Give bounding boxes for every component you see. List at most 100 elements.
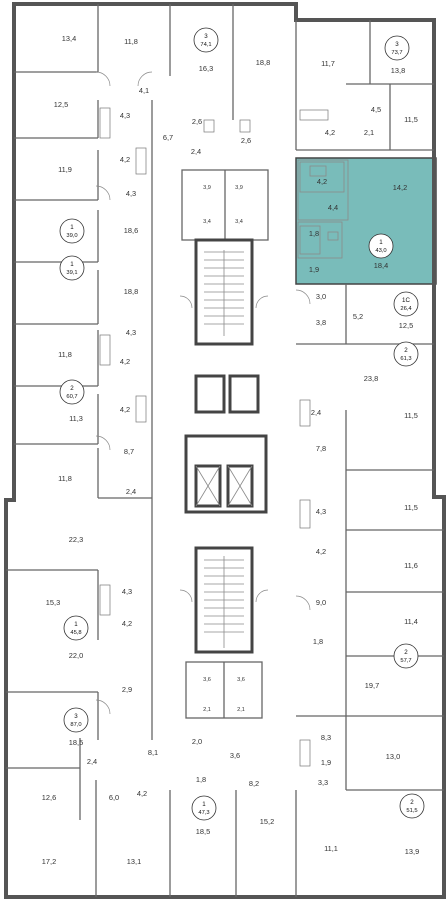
room-area-label: 2,4: [191, 147, 201, 156]
badge-area: 26,4: [400, 306, 412, 312]
room-area-label: 4,2: [325, 128, 335, 137]
room-area-label: 8,1: [148, 748, 158, 757]
badge-area: 39,1: [66, 270, 77, 276]
room-area-label: 9,0: [316, 598, 326, 607]
room-area-label: 2,4: [311, 408, 321, 417]
room-area-label: 3,6: [203, 677, 211, 683]
room-area-label: 1,8: [309, 229, 319, 238]
apartment-badge[interactable]: 261,3: [393, 341, 419, 367]
apartment-badge[interactable]: 257,7: [393, 643, 419, 669]
apartment-badge[interactable]: 387,0: [63, 707, 89, 733]
room-area-label: 15,3: [46, 598, 60, 607]
room-area-label: 1,8: [196, 775, 206, 784]
apartment-badge[interactable]: 373,7: [384, 35, 410, 61]
apartment-badge[interactable]: 251,5: [399, 793, 425, 819]
room-area-label: 2,9: [122, 685, 132, 694]
room-area-label: 2,6: [241, 136, 251, 145]
badge-area: 43,0: [375, 248, 386, 254]
room-area-label: 18,5: [69, 738, 83, 747]
bathroom-fixtures: [99, 107, 329, 767]
room-area-label: 3,3: [318, 778, 328, 787]
room-area-label: 2,1: [364, 128, 374, 137]
badge-rooms: 2: [410, 799, 414, 806]
room-area-label: 11,4: [404, 617, 418, 626]
badge-area: 74,1: [200, 42, 211, 48]
left-block-partitions: [6, 4, 237, 897]
room-area-label: 4,3: [126, 189, 136, 198]
apartment-badges: 374,1 373,7 139,0 139,1 260,7 143,0 1С26…: [59, 27, 425, 821]
room-area-label: 4,2: [120, 357, 130, 366]
highlighted-apartment-inner: [297, 159, 349, 259]
room-area-label: 2,1: [237, 707, 245, 713]
badge-rooms: 1: [379, 239, 383, 246]
room-area-label: 15,2: [260, 817, 274, 826]
room-area-label: 11,5: [404, 115, 418, 124]
badge-rooms: 2: [404, 649, 408, 656]
room-area-label: 4,1: [139, 86, 149, 95]
room-area-label: 1,9: [321, 758, 331, 767]
apartment-badge[interactable]: 139,0: [59, 218, 85, 244]
badge-area: 47,3: [198, 810, 209, 816]
room-area-label: 6,0: [109, 793, 119, 802]
room-area-label: 4,3: [126, 328, 136, 337]
apartment-badge[interactable]: 374,1: [193, 27, 219, 53]
room-area-label: 11,5: [404, 411, 418, 420]
badge-area: 87,0: [70, 722, 81, 728]
room-area-label: 19,7: [365, 681, 379, 690]
badge-rooms: 3: [74, 713, 78, 720]
stair-treads: [204, 251, 244, 633]
apartment-badge[interactable]: 143,0: [368, 233, 394, 259]
room-area-label: 12,5: [54, 100, 68, 109]
room-area-label: 12,5: [399, 321, 413, 330]
room-area-label: 22,3: [69, 535, 83, 544]
central-core: [181, 169, 269, 719]
badge-area: 60,7: [66, 394, 77, 400]
badge-area: 57,7: [400, 658, 411, 664]
door-swings: [95, 71, 311, 715]
room-area-label: 4,5: [371, 105, 381, 114]
room-area-label: 8,3: [321, 733, 331, 742]
badge-rooms: 1: [202, 801, 206, 808]
badge-rooms: 2: [404, 347, 408, 354]
badge-area: 39,0: [66, 233, 77, 239]
room-area-label: 4,2: [137, 789, 147, 798]
room-area-label: 11,8: [124, 37, 138, 46]
badge-rooms: 3: [395, 41, 399, 48]
badge-rooms: 1: [74, 621, 78, 628]
room-area-label: 6,7: [163, 133, 173, 142]
apartment-badge[interactable]: 147,3: [191, 795, 217, 821]
room-area-label: 4,4: [328, 203, 338, 212]
room-area-label: 13,8: [391, 66, 405, 75]
room-area-label: 23,8: [364, 374, 378, 383]
room-area-label: 11,9: [58, 165, 72, 174]
badge-area: 51,5: [406, 808, 417, 814]
apartment-badge[interactable]: 260,7: [59, 379, 85, 405]
room-area-label: 13,9: [405, 847, 419, 856]
room-area-label: 2,4: [126, 487, 136, 496]
badge-rooms: 2: [70, 385, 74, 392]
badge-area: 61,3: [400, 356, 411, 362]
room-area-label: 13,4: [62, 34, 76, 43]
room-area-labels: 13,4 11,8 16,3 18,8 11,7 13,8 12,5 4,1 4…: [42, 34, 419, 866]
room-area-label: 18,5: [196, 827, 210, 836]
apartment-badge[interactable]: 145,8: [63, 615, 89, 641]
room-area-label: 5,2: [353, 312, 363, 321]
room-area-label: 4,2: [120, 155, 130, 164]
apartment-badge[interactable]: 139,1: [59, 255, 85, 281]
badge-rooms: 1: [70, 261, 74, 268]
room-area-label: 11,5: [404, 503, 418, 512]
room-area-label: 18,8: [256, 58, 270, 67]
room-area-label: 4,2: [122, 619, 132, 628]
room-area-label: 4,3: [122, 587, 132, 596]
highlighted-apartment[interactable]: [295, 157, 437, 285]
room-area-label: 4,2: [120, 405, 130, 414]
room-area-label: 1,8: [313, 637, 323, 646]
room-area-label: 2,0: [192, 737, 202, 746]
room-area-label: 8,2: [249, 779, 259, 788]
room-area-label: 3,4: [235, 219, 243, 225]
room-area-label: 2,1: [203, 707, 211, 713]
room-area-label: 2,4: [87, 757, 97, 766]
badge-rooms: 3: [204, 33, 208, 40]
